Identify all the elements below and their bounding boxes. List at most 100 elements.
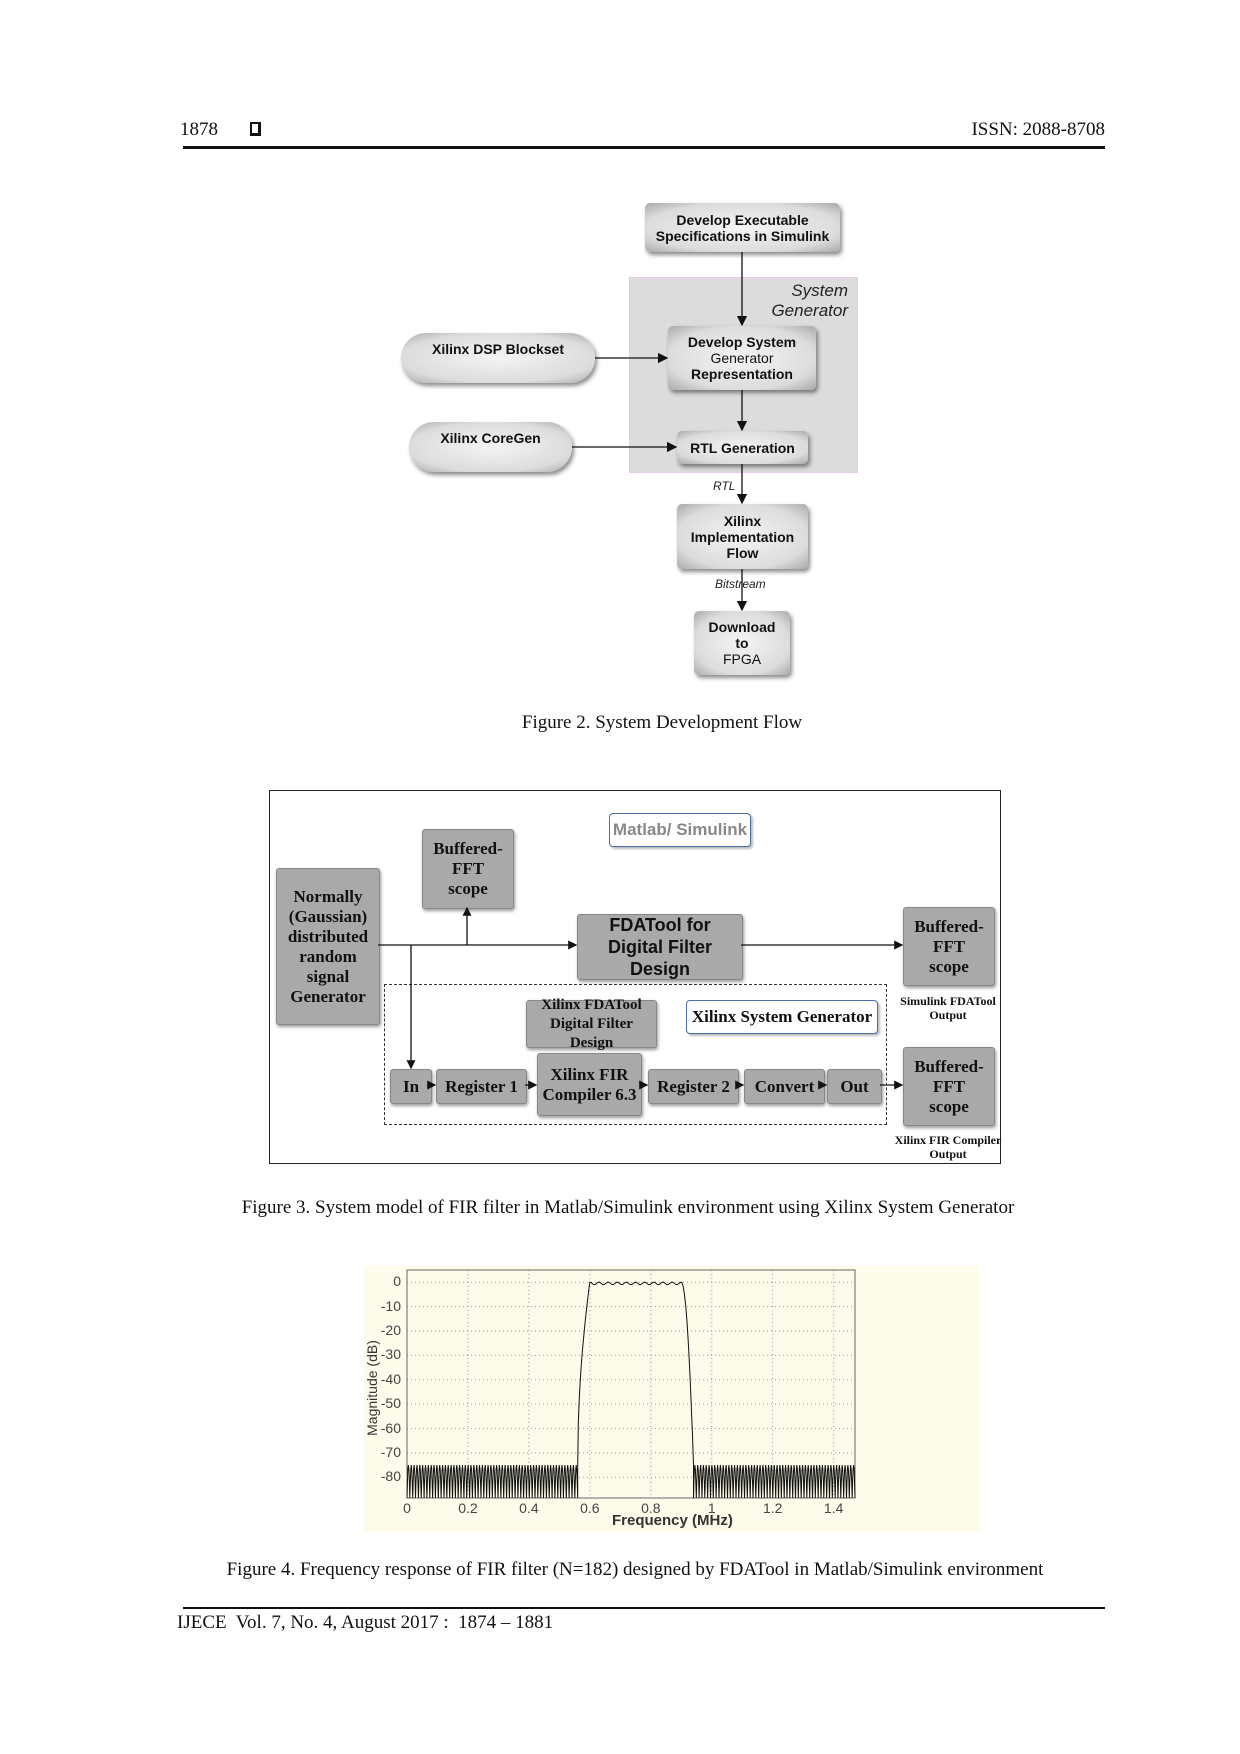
block-line: signal — [306, 966, 350, 986]
rtl-edge-label: RTL — [713, 479, 736, 493]
box-line: Flow — [726, 544, 759, 561]
block-line: Digital Filter Design — [550, 1015, 633, 1051]
block-line: random — [299, 946, 357, 966]
coregen-pill: Xilinx CoreGen — [409, 422, 572, 472]
label-line: Output — [929, 1008, 967, 1022]
pill-label: Xilinx CoreGen — [440, 430, 541, 446]
download-fpga-box: Download to FPGA — [694, 611, 790, 675]
bitstream-edge-label: Bitstream — [715, 577, 766, 591]
matlab-simulink-label: Matlab/ Simulink — [609, 813, 751, 847]
block-line: Xilinx FIR — [550, 1064, 629, 1084]
y-tick-label: -20 — [380, 1321, 401, 1338]
box-label: RTL Generation — [690, 439, 795, 456]
figure-3-caption: Figure 3. System model of FIR filter in … — [241, 1197, 1015, 1218]
block-line: Compiler 6.3 — [542, 1084, 637, 1104]
y-tick-label: -60 — [380, 1419, 401, 1436]
x-tick-label: 0.2 — [458, 1500, 478, 1516]
label-line: Simulink FDATool — [900, 994, 996, 1008]
box-line: Download — [708, 619, 776, 635]
pill-label: Xilinx DSP Blockset — [431, 341, 564, 357]
block-label: In — [402, 1076, 420, 1096]
footer-citation: IJECE Vol. 7, No. 4, August 2017 : 1874 … — [177, 1612, 554, 1633]
box-line: to — [735, 635, 749, 651]
block-line: scope — [929, 956, 969, 976]
out-block: Out — [827, 1069, 882, 1104]
label-line: System — [791, 281, 848, 300]
block-line: Digital Filter Design — [607, 937, 712, 979]
plot-frame — [406, 1269, 856, 1499]
response-curve — [406, 1281, 856, 1499]
x-tick-label: 0.8 — [641, 1500, 661, 1516]
x-tick-label: 0.4 — [519, 1500, 539, 1516]
label-line: Generator — [771, 301, 848, 320]
xilinx-output-label: Xilinx FIR Compiler Output — [890, 1133, 1006, 1161]
x-tick-label: 0.6 — [580, 1500, 600, 1516]
rtl-generation-box: RTL Generation — [677, 431, 808, 464]
block-line: scope — [929, 1096, 969, 1116]
in-block: In — [390, 1069, 432, 1104]
block-line: Buffered- — [433, 839, 503, 858]
box-line: FPGA — [722, 651, 762, 667]
block-label: Register 2 — [657, 1076, 730, 1096]
box-line: Specifications in Simulink — [655, 227, 830, 244]
label-line: Output — [929, 1147, 967, 1161]
label-line: Xilinx FIR Compiler — [894, 1133, 1002, 1147]
figure-2-arrows — [572, 252, 748, 612]
block-line: FFT — [932, 1076, 966, 1096]
xilinx-sysgen-dashed-region — [384, 984, 887, 1125]
register-1-block: Register 1 — [436, 1069, 527, 1104]
gaussian-generator-block: Normally (Gaussian) distributed random s… — [276, 868, 380, 1025]
box-line: Xilinx — [723, 512, 762, 529]
figure-3-connectors — [378, 906, 904, 1090]
block-line: Xilinx FDATool — [541, 996, 642, 1013]
system-generator-label: System Generator — [760, 281, 848, 321]
xilinx-fir-compiler-block: Xilinx FIR Compiler 6.3 — [537, 1053, 642, 1116]
simulink-output-label: Simulink FDATool Output — [893, 994, 1003, 1022]
y-tick-label: -80 — [380, 1468, 401, 1485]
buffered-fft-scope-simulink: Buffered- FFT scope — [903, 907, 995, 986]
box-line: Develop Executable — [676, 211, 809, 228]
figure-2-caption: Figure 2. System Development Flow — [521, 712, 803, 733]
y-tick-label: -70 — [380, 1443, 401, 1460]
block-line: (Gaussian) — [288, 906, 368, 926]
block-line: Buffered- — [914, 1056, 984, 1076]
y-tick-label: 0 — [393, 1273, 401, 1290]
x-tick-label: 1 — [707, 1500, 716, 1516]
frequency-response-chart — [406, 1269, 856, 1499]
block-line: Buffered- — [914, 916, 984, 936]
y-axis-label: Magnitude (dB) — [364, 1340, 380, 1436]
block-line: Normally — [293, 886, 363, 906]
block-label: Out — [840, 1076, 869, 1096]
buffered-fft-scope-top: Buffered- FFT scope — [422, 829, 514, 909]
buffered-fft-scope-xilinx: Buffered- FFT scope — [903, 1047, 995, 1126]
xilinx-fdatool-block: Xilinx FDATool Digital Filter Design — [526, 997, 657, 1051]
exec-spec-box: Develop Executable Specifications in Sim… — [645, 203, 840, 252]
figure-4-caption: Figure 4. Frequency response of FIR filt… — [226, 1559, 1044, 1580]
xilinx-system-generator-label: Xilinx System Generator — [686, 1000, 878, 1034]
box-line: Generator — [710, 350, 774, 366]
x-tick-label: 1.4 — [823, 1500, 844, 1516]
y-tick-label: -10 — [380, 1297, 401, 1314]
x-axis-label: Frequency (MHz) — [612, 1512, 733, 1529]
box-line: Representation — [691, 366, 793, 382]
footer-rule — [183, 1607, 1105, 1609]
block-line: FDATool for — [609, 915, 711, 935]
sysgen-representation-box: Develop System Generator Representation — [668, 326, 816, 390]
block-label: Convert — [754, 1076, 815, 1096]
box-line: Implementation — [690, 528, 795, 545]
header-rule — [183, 146, 1105, 149]
block-line: Generator — [290, 986, 366, 1006]
y-tick-label: -30 — [380, 1346, 401, 1363]
y-tick-label: -40 — [380, 1370, 401, 1387]
block-label: Register 1 — [445, 1076, 518, 1096]
page-number: 1878 — [180, 119, 218, 140]
box-line: Develop System — [687, 334, 797, 350]
x-tick-label: 1.2 — [762, 1500, 783, 1516]
block-line: FFT — [451, 859, 485, 878]
implementation-flow-box: Xilinx Implementation Flow — [677, 504, 808, 569]
register-2-block: Register 2 — [648, 1069, 739, 1104]
figure-3-frame — [269, 790, 1001, 1164]
convert-block: Convert — [744, 1069, 825, 1104]
fdatool-block: FDATool for Digital Filter Design — [577, 914, 743, 980]
dsp-blockset-pill: Xilinx DSP Blockset — [401, 333, 595, 383]
